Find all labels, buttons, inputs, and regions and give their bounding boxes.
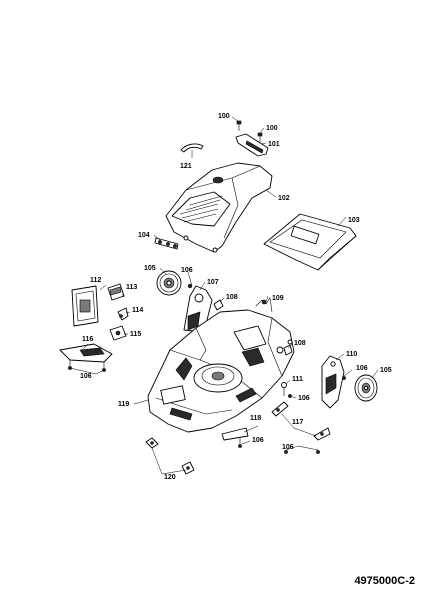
plate-118 — [221, 427, 249, 444]
callout-114: 114 — [132, 307, 143, 314]
callout-107: 107 — [207, 279, 219, 286]
wheel-105-right — [354, 374, 378, 402]
callout-106: 106 — [80, 373, 92, 380]
callout-106: 106 — [298, 395, 310, 402]
callout-112: 112 — [90, 277, 101, 284]
callout-121: 121 — [180, 163, 192, 170]
nut-111 — [281, 382, 287, 396]
wheel-105-left — [156, 270, 182, 296]
callout-106: 106 — [252, 437, 264, 444]
leader-lines — [69, 116, 379, 475]
callout-119: 119 — [118, 401, 129, 408]
callout-108: 108 — [226, 294, 238, 301]
callout-102: 102 — [278, 195, 290, 202]
motor-cap-113 — [107, 283, 125, 301]
callout-105: 105 — [380, 367, 392, 374]
drawing-code: 4975000C-2 — [354, 575, 415, 587]
callout-105: 105 — [144, 265, 156, 272]
spring-109 — [255, 297, 273, 313]
callout-109: 109 — [272, 295, 284, 302]
clip-117-right — [313, 427, 331, 441]
hood-cover-102 — [165, 162, 273, 253]
flap-plate-103 — [263, 213, 357, 271]
callout-120: 120 — [164, 474, 176, 481]
callout-104: 104 — [138, 232, 150, 239]
callout-117: 117 — [292, 419, 303, 426]
callout-106: 106 — [181, 267, 193, 274]
callout-118: 118 — [250, 415, 261, 422]
screw-markers-106 — [68, 366, 346, 454]
callout-110: 110 — [346, 351, 357, 358]
callout-100: 100 — [266, 125, 278, 132]
handle-grip-101 — [235, 133, 269, 157]
callout-113: 113 — [126, 284, 137, 291]
knob-115 — [109, 325, 127, 341]
bag-plate-112 — [71, 285, 99, 327]
screw-100-left — [236, 120, 242, 131]
callout-111: 111 — [292, 376, 303, 383]
clip-108-lower — [283, 344, 293, 356]
callout-100: 100 — [218, 113, 230, 120]
lever-114 — [117, 307, 129, 321]
callout-labels: 100 100 101 121 102 103 104 105 106 107 … — [80, 113, 392, 481]
callout-103: 103 — [348, 217, 360, 224]
switch-lever-104 — [154, 237, 179, 250]
callout-108: 108 — [294, 340, 306, 347]
foot-120-lower — [181, 461, 195, 475]
clip-108-upper — [213, 299, 224, 311]
callout-116: 116 — [82, 336, 93, 343]
callout-106: 106 — [356, 365, 368, 372]
callout-101: 101 — [268, 141, 280, 148]
cable-clip-121 — [180, 143, 204, 153]
callout-106: 106 — [282, 444, 294, 451]
hood-vent-slots — [179, 195, 223, 223]
side-bracket-110 — [321, 355, 345, 409]
bracket-107 — [183, 283, 213, 333]
deflector-116 — [59, 343, 113, 368]
screw-100-right — [257, 132, 263, 142]
clip-117-left — [271, 401, 289, 417]
mower-deck-119 — [147, 309, 295, 433]
foot-120-upper — [145, 437, 159, 449]
callout-115: 115 — [130, 331, 141, 338]
